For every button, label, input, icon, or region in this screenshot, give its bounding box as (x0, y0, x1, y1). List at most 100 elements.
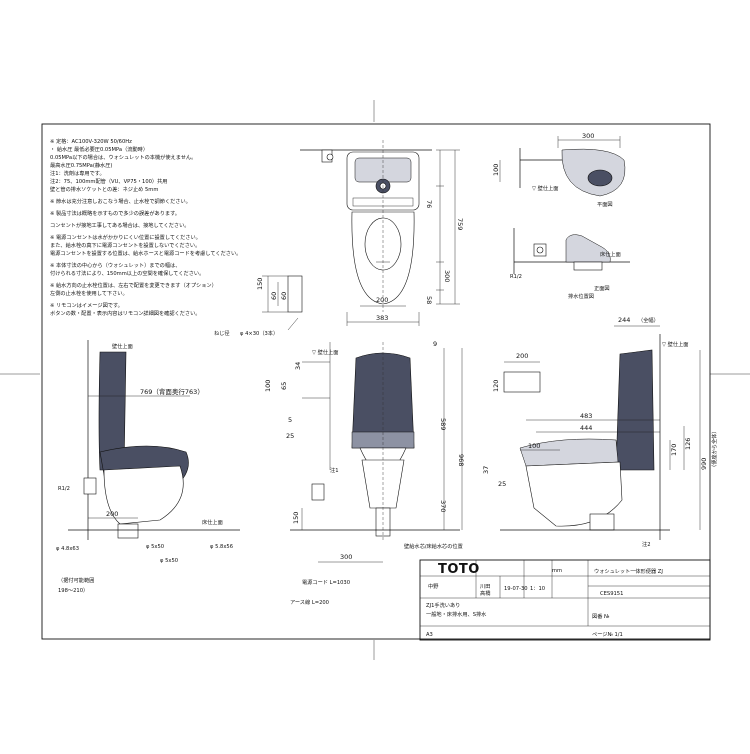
dim-968: 968 (457, 454, 465, 466)
drain-pos-label: 排水位置図 (568, 292, 594, 300)
full-width-label: （全幅） (638, 316, 659, 324)
r12-label-side: R1/2 (58, 486, 70, 492)
remote-plan-view: 300 100 ▽ 壁仕上面 平面図 (492, 132, 626, 208)
dim-150-wall: 150 (256, 278, 264, 290)
remarks-2: 一般地・床排水用、S排水 (426, 610, 487, 618)
dim-120-right: 120 (492, 380, 500, 392)
dim-990: 990 (700, 458, 708, 470)
dim-25-right: 25 (498, 480, 506, 488)
dim-9: 9 (433, 340, 437, 348)
note-line: また、給水栓の真下に電源コンセントを設置しないでください。 (50, 241, 200, 249)
approver-name: 高橋 (480, 589, 491, 597)
wall-finish-label-1: ▽ 壁仕上面 (532, 184, 558, 192)
dim-200-side: 200 (106, 510, 118, 518)
dim-589: 589 (439, 418, 447, 430)
wall-finish-label-3: ▽ 壁仕上面 (312, 348, 338, 356)
floor-finish-label-1: 床仕上面 (600, 250, 621, 258)
dim-769: 769（背面奥行763） (140, 387, 204, 396)
note-line: 最高水圧0.75MPa(静水圧) (50, 161, 112, 169)
dim-370: 370 (439, 500, 447, 512)
dim-200: 200 (376, 296, 388, 304)
note-line: 壁と管の排水ソケットとの差：ネジ止め 5mm (50, 185, 158, 193)
note-line: ※ 給水方向の止水栓位置は、左右で配置を変更できます（オプション） (50, 281, 217, 289)
wall-finish-label-4: ▽ 壁仕上面 (662, 340, 688, 348)
dim-60-wall: 60 (270, 292, 278, 300)
side-elevation-left: 769（背面奥行763） 壁仕上面 R1/2 200 φ 4.8x63 φ 5x… (56, 340, 240, 594)
dim-37: 37 (482, 466, 490, 474)
dim-100-top: 100 (492, 164, 500, 176)
dim-126: 126 (684, 438, 692, 450)
dim-150-front: 150 (292, 512, 300, 524)
r12-label-top: R1/2 (510, 274, 522, 280)
dim-244: 244 (618, 316, 630, 324)
note-line: 左側の止水栓を使用して下さい。 (50, 289, 128, 297)
dim-300-top: 300 (582, 132, 594, 140)
front-view-label: 正面図 (594, 285, 610, 292)
note-line: 電源コンセントを設置する位置は、給水ホースと電源コードを考慮してください。 (50, 249, 241, 257)
dim-759: 759 (456, 218, 464, 230)
dim-phi5c: φ 5.8x56 (210, 544, 233, 550)
spec-notes: ※ 定格：AC100V-320W 50/60Hz ・ 給水圧 最低必要圧0.05… (50, 137, 241, 317)
dim-phi5a: φ 5x50 (146, 544, 164, 550)
dim-phi5b: φ 5x50 (160, 558, 178, 564)
drain-position-view: 床仕上面 R1/2 排水位置図 正面図 (510, 228, 630, 300)
dim-200-right: 200 (516, 352, 528, 360)
wall-drain-label: 壁給水芯/床給水芯の位置 (404, 542, 463, 550)
product-name: ウォシュレット一体形便器 ZJ (594, 567, 663, 575)
note-line: ※ 節水は充分注意しおこなう場合、止水栓で調節ください。 (50, 197, 191, 205)
dim-300: 300 (443, 270, 451, 282)
dim-444: 444 (580, 424, 592, 432)
floor-plan-label: 平面図 (597, 201, 613, 208)
install-range-1: （据付可能範囲 (58, 576, 94, 584)
dim-100-front: 100 (264, 380, 272, 392)
dim-5: 5 (288, 416, 292, 424)
note-line: ・ 給水圧 最低必要圧0.05MPa（流動時） (50, 145, 148, 153)
wall-finish-label-2: 壁仕上面 (112, 342, 133, 350)
dim-60-wall-b: 60 (280, 292, 288, 300)
drawing-frame (41, 123, 711, 640)
earth-cord-label: アース線 L=200 (290, 598, 329, 606)
power-cord-label: 電源コード L=1030 (302, 578, 350, 586)
designer-name: 中野 (428, 582, 439, 590)
note-line: コンセントが接地工事してある場合は、接地してください。 (50, 221, 189, 229)
dim-25: 25 (286, 432, 294, 440)
top-plan-view: 76 300 759 58 200 383 150 60 60 ねじ径 φ 4×… (214, 140, 464, 337)
page-number: ページ№ 1/1 (592, 631, 623, 638)
side-elevation-right: 200 120 244 （全幅） 483 444 100 37 25 170 1… (482, 316, 718, 548)
date-value: 19-07-30 (504, 586, 528, 592)
dim-34: 34 (294, 362, 302, 370)
note2-label: 注2 (642, 540, 651, 548)
note-line: ※ 本体寸法の中心から（ウォシュレット）までの幅は、 (50, 261, 180, 269)
dim-65: 65 (280, 382, 288, 390)
front-elevation: 34 100 65 5 25 ▽ 壁仕上面 9 589 968 370 150 … (264, 340, 465, 606)
screw-label: ねじ径 (214, 329, 230, 337)
note1-label: 注1 (330, 466, 339, 474)
drawing-no-label: 図番 № (592, 613, 610, 620)
floor-finish-label-2: 床仕上面 (202, 518, 223, 526)
dim-phi48: φ 4.8x63 (56, 546, 79, 552)
scale-value: 1：10 (530, 586, 545, 592)
model-number: CES9151 (600, 591, 623, 597)
install-range-2: 198～210） (58, 587, 88, 594)
note-line: 注1：洗剤は専用です。 (50, 169, 105, 177)
sheet-size: A3 (426, 632, 433, 638)
note-line: ※ 電源コンセントは水がかかりにくい位置に設置してください。 (50, 233, 201, 241)
note-line: 付けられる寸法により、150mm以上の空間を確保してください。 (50, 269, 204, 277)
dim-300-front: 300 (340, 553, 352, 561)
note-line: ※ 製品寸法は概略を示すもので多少の誤差があります。 (50, 209, 180, 217)
title-block: TOTO mm 中野 川田 高橋 19-07-30 1：10 ウォシュレット一体… (419, 559, 711, 641)
unit-label: mm (552, 568, 562, 574)
dim-170: 170 (670, 444, 678, 456)
floor-to-top-label: （便座から全体） (710, 428, 718, 470)
note-line: ※ 定格：AC100V-320W 50/60Hz (50, 137, 132, 145)
toto-logo: TOTO (438, 562, 480, 577)
checker-name: 川田 (480, 583, 490, 590)
dim-383: 383 (376, 314, 388, 322)
note-line: ※ リモコンはイメージ図です。 (50, 302, 123, 309)
note-line: 注2：75、100mm配管（VU、VP75・100）共用 (50, 177, 168, 185)
dim-483: 483 (580, 412, 592, 420)
dim-76: 76 (425, 200, 433, 208)
dim-100-right: 100 (528, 442, 540, 450)
note-line: ボタンの数・配置・表示内容はリモコン詳細図を確認ください。 (50, 309, 200, 317)
